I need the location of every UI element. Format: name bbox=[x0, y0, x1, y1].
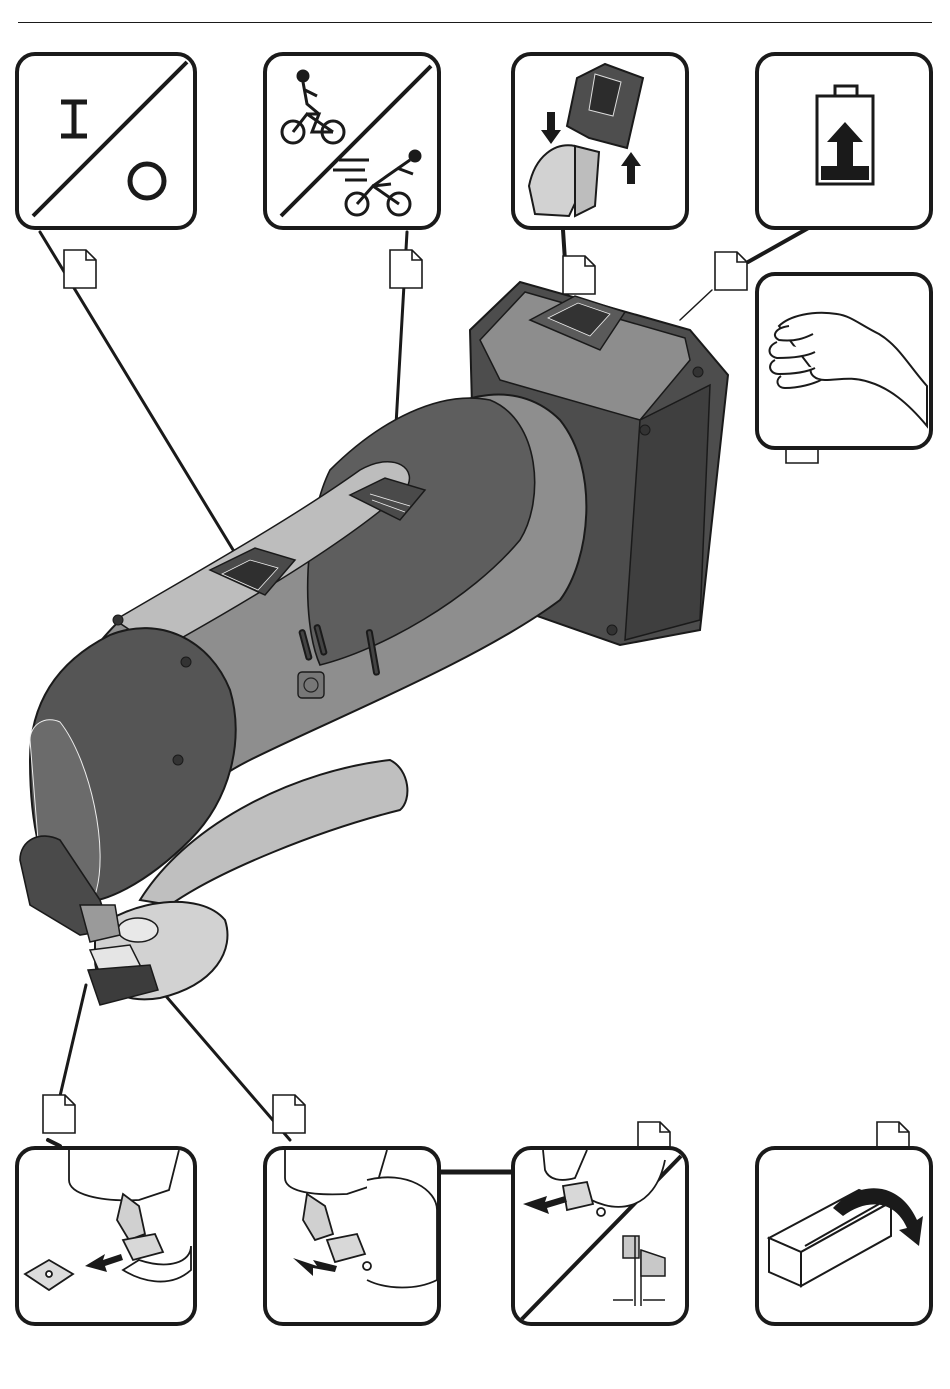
material-bend-panel bbox=[755, 1146, 933, 1326]
doc-reference-icon bbox=[563, 256, 595, 294]
cutter-die-arrow-icon bbox=[267, 1150, 437, 1322]
battery-pack-arrows-icon bbox=[515, 56, 685, 226]
hand-temperature-panel bbox=[755, 272, 933, 450]
cutting-clearance-panel bbox=[511, 1146, 689, 1326]
doc-reference-icon bbox=[43, 1095, 75, 1133]
doc-reference-icon bbox=[715, 252, 747, 290]
on-off-switch-panel bbox=[15, 52, 197, 230]
cutter-die-arrow-icon bbox=[19, 1150, 193, 1322]
doc-reference-icon bbox=[390, 250, 422, 288]
speed-selector-panel bbox=[263, 52, 441, 230]
hand-icon bbox=[759, 276, 929, 446]
battery-insert-remove-panel bbox=[511, 52, 689, 230]
on-off-symbol-icon bbox=[19, 56, 193, 226]
die-insert-panel bbox=[263, 1146, 441, 1326]
clearance-gap-icon bbox=[515, 1150, 685, 1322]
doc-reference-icon bbox=[64, 250, 96, 288]
battery-charge-panel bbox=[755, 52, 933, 230]
curved-arrow-block-icon bbox=[759, 1150, 929, 1322]
doc-reference-icon bbox=[273, 1095, 305, 1133]
battery-charge-arrow-icon bbox=[759, 56, 929, 226]
cutter-removal-panel bbox=[15, 1146, 197, 1326]
cyclist-slow-fast-icon bbox=[267, 56, 437, 226]
